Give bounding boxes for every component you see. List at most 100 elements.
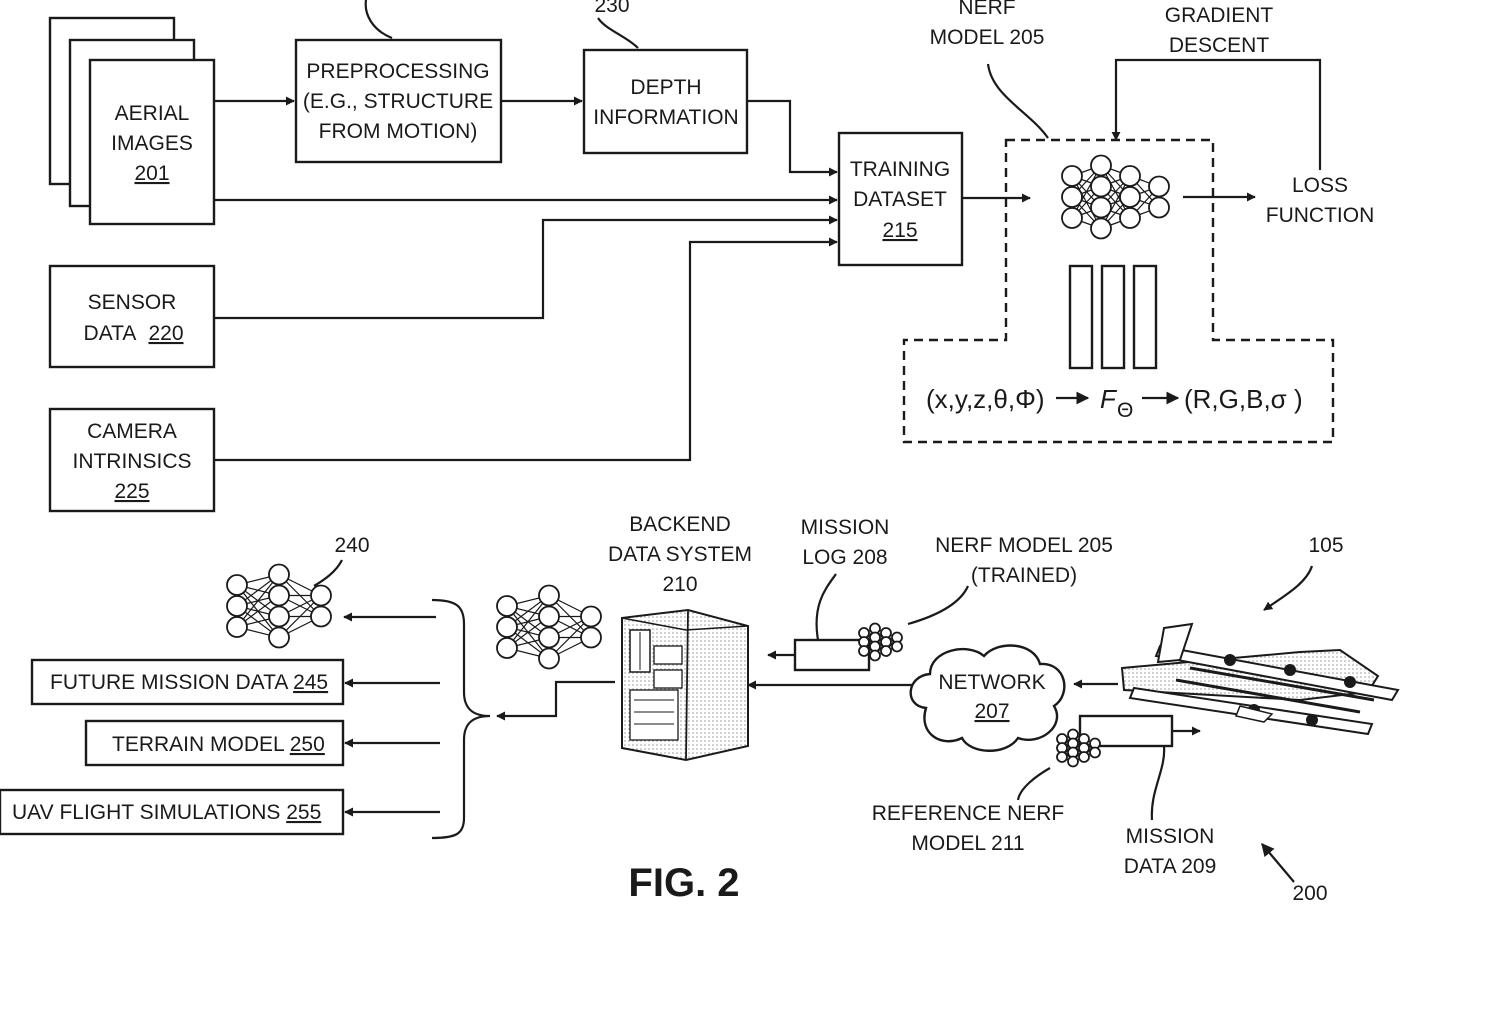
- network-node: [1091, 198, 1111, 218]
- depth-information-box: 230 DEPTH INFORMATION: [584, 0, 747, 153]
- network-node: [539, 607, 559, 627]
- outputs-section: 240 FUTURE MISSION DATA 245 TERRAIN MODE…: [0, 534, 615, 838]
- sensor-ref: 220: [148, 322, 183, 345]
- flight-simulations-label: UAV FLIGHT SIMULATIONS 255: [12, 801, 321, 824]
- network-node: [227, 575, 247, 595]
- network-node: [497, 617, 517, 637]
- system-ref-label: 200: [1292, 882, 1327, 905]
- mission-data-label-1: MISSION: [1126, 825, 1215, 848]
- aerial-images-label-1: AERIAL: [115, 102, 190, 125]
- backend-label-1: BACKEND: [629, 513, 731, 536]
- network-node: [1091, 219, 1111, 239]
- sensor-data-box: SENSOR DATA 220: [50, 266, 214, 367]
- preprocessing-label-2: (E.G., STRUCTURE: [303, 90, 493, 113]
- reference-nerf-label-2: MODEL 211: [911, 832, 1024, 855]
- camera-intrinsics-box: CAMERA INTRINSICS 225: [50, 409, 214, 511]
- network-node: [497, 638, 517, 658]
- depth-ref-label: 230: [594, 0, 629, 17]
- training-label-1: TRAINING: [850, 158, 950, 181]
- training-dataset-box: TRAINING DATASET 215: [839, 133, 962, 265]
- network-node: [1091, 177, 1111, 197]
- network-node: [311, 607, 331, 627]
- training-label-2: DATASET: [853, 188, 947, 211]
- network-node: [539, 628, 559, 648]
- gradient-label-1: GRADIENT: [1165, 4, 1274, 27]
- depth-label-1: DEPTH: [630, 76, 701, 99]
- network-node: [539, 649, 559, 669]
- network-label: NETWORK: [938, 671, 1045, 694]
- formula-subscript: Θ: [1117, 399, 1133, 422]
- reference-nerf-label-1: REFERENCE NERF: [872, 802, 1065, 825]
- network-node: [1057, 752, 1067, 762]
- network-node: [269, 607, 289, 627]
- loss-label-2: FUNCTION: [1266, 204, 1375, 227]
- future-mission-label: FUTURE MISSION DATA 245: [50, 671, 328, 694]
- mission-log: MISSION LOG 208: [768, 516, 902, 670]
- camera-ref: 225: [114, 480, 149, 503]
- network-node: [859, 646, 869, 656]
- server-icon: [622, 610, 748, 760]
- network-node: [1062, 208, 1082, 228]
- formula-input: (x,y,z,θ,Φ): [926, 384, 1045, 414]
- network-node: [269, 565, 289, 585]
- backend-data-system: BACKEND DATA SYSTEM 210: [497, 513, 752, 760]
- backend-label-2: DATA SYSTEM: [608, 543, 752, 566]
- camera-label-2: INTRINSICS: [72, 450, 191, 473]
- network-node: [1079, 752, 1089, 762]
- network-node: [311, 586, 331, 606]
- depth-label-2: INFORMATION: [593, 106, 738, 129]
- nerf-trained-label-1: NERF MODEL 205: [935, 534, 1113, 557]
- network-node: [581, 607, 601, 627]
- aerial-images-label-2: IMAGES: [111, 132, 193, 155]
- formula-output: (R,G,B,σ ): [1184, 384, 1303, 414]
- nerf-model-trained: NERF MODEL 205 (TRAINED): [908, 534, 1113, 624]
- loss-label-1: LOSS: [1292, 174, 1348, 197]
- neural-network-icon: [1062, 156, 1169, 239]
- network-node: [1062, 166, 1082, 186]
- mission-data-label-2: DATA 209: [1124, 855, 1217, 878]
- uav-drone-icon: 105: [1122, 534, 1398, 734]
- network-node: [1149, 177, 1169, 197]
- network-node: [539, 586, 559, 606]
- output-model-icon: [227, 565, 331, 648]
- network-node: [1062, 187, 1082, 207]
- training-ref: 215: [882, 219, 917, 242]
- network-node: [1120, 166, 1140, 186]
- network-node: [269, 628, 289, 648]
- network-node: [1120, 208, 1140, 228]
- network-node: [1090, 748, 1100, 758]
- preprocessing-label-1: PREPROCESSING: [306, 60, 489, 83]
- mission-data: MISSION DATA 209 REFERENCE NERF MODEL 21…: [872, 716, 1217, 878]
- network-node: [1149, 198, 1169, 218]
- network-node: [1120, 187, 1140, 207]
- formula-function: F: [1100, 384, 1118, 414]
- network-node: [1068, 757, 1078, 767]
- aerial-images-ref: 201: [134, 162, 169, 185]
- camera-label-1: CAMERA: [87, 420, 177, 443]
- network-node: [1091, 156, 1111, 176]
- nerf-model-label-2: MODEL 205: [930, 26, 1045, 49]
- network-ref: 207: [974, 700, 1009, 723]
- system-ref: 200: [1262, 844, 1328, 905]
- figure-label: FIG. 2: [628, 861, 739, 905]
- network-node: [269, 586, 289, 606]
- network-node: [581, 628, 601, 648]
- sensor-label-2: DATA: [84, 322, 137, 345]
- network-node: [227, 596, 247, 616]
- network-node: [892, 642, 902, 652]
- nerf-model-label-1: NERF: [958, 0, 1015, 19]
- gradient-label-2: DESCENT: [1169, 34, 1270, 57]
- preprocessing-box: PREPROCESSING (E.G., STRUCTURE FROM MOTI…: [296, 0, 501, 162]
- outputs-model-ref: 240: [334, 534, 369, 557]
- backend-label-3: 210: [662, 573, 697, 596]
- aerial-images-stack: AERIAL IMAGES 201: [50, 18, 214, 224]
- terrain-model-label: TERRAIN MODEL 250: [112, 733, 325, 756]
- preprocessing-label-3: FROM MOTION): [319, 120, 478, 143]
- network-node: [497, 596, 517, 616]
- network-node: [227, 617, 247, 637]
- nerf-model-region: NERF MODEL 205 LOSS FUNCTION GRADIENT DE…: [904, 0, 1374, 442]
- sensor-label-1: SENSOR: [88, 291, 177, 314]
- mission-log-label-1: MISSION: [801, 516, 890, 539]
- network-node: [881, 646, 891, 656]
